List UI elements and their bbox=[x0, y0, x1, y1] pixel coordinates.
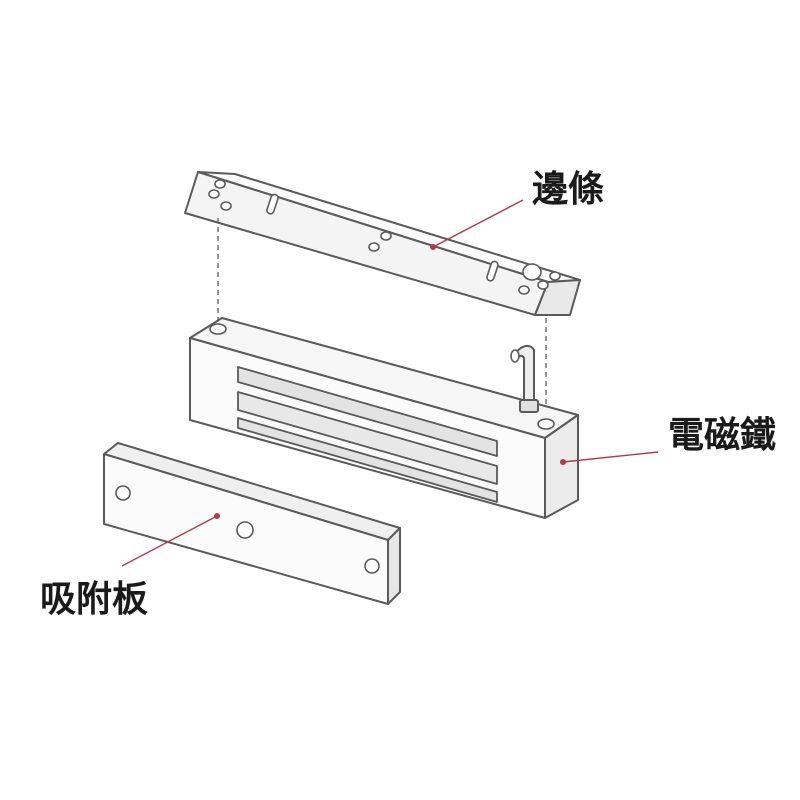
plate-end-face bbox=[387, 527, 401, 605]
magnet-grooves bbox=[237, 366, 498, 503]
groove-bottom bbox=[237, 417, 498, 503]
mounting-hole-icon bbox=[208, 189, 220, 199]
leader-line-plate bbox=[121, 515, 218, 567]
mounting-bracket bbox=[184, 171, 581, 316]
alignment-lines bbox=[217, 218, 547, 420]
groove-top bbox=[237, 366, 498, 457]
slot-hole-icon bbox=[486, 260, 499, 282]
bracket-holes bbox=[208, 179, 561, 295]
groove-middle bbox=[237, 391, 498, 485]
mounting-hole-icon bbox=[518, 285, 530, 295]
mounting-hole-icon bbox=[522, 263, 542, 281]
mounting-hole-icon bbox=[236, 521, 254, 539]
mounting-hole-icon bbox=[537, 418, 555, 430]
label-mounting-bracket: 邊條 bbox=[532, 169, 605, 210]
mounting-hole-icon bbox=[209, 323, 227, 335]
cable-grommet bbox=[519, 399, 539, 413]
bracket-front-face bbox=[184, 171, 549, 316]
leader-dot-bracket bbox=[430, 244, 436, 250]
mounting-hole-icon bbox=[364, 558, 380, 574]
label-electromagnet: 電磁鐵 bbox=[668, 415, 777, 456]
leader-line-bracket bbox=[432, 199, 524, 248]
mounting-hole-icon bbox=[549, 271, 561, 281]
slot-hole-icon bbox=[266, 193, 279, 215]
armature-plate bbox=[103, 442, 401, 605]
mounting-hole-icon bbox=[368, 242, 380, 252]
magnet-end-face bbox=[544, 414, 579, 519]
electromagnet bbox=[189, 317, 579, 519]
leader-dot-plate bbox=[214, 513, 220, 519]
mounting-hole-icon bbox=[380, 231, 392, 241]
cable-end bbox=[510, 349, 520, 363]
mounting-hole-icon bbox=[115, 485, 131, 501]
cable-icon bbox=[510, 344, 539, 413]
leader-dot-magnet bbox=[560, 459, 566, 465]
mounting-hole-icon bbox=[537, 280, 549, 290]
label-armature-plate: 吸附板 bbox=[40, 579, 149, 620]
mounting-hole-icon bbox=[220, 201, 232, 211]
mounting-hole-icon bbox=[214, 179, 226, 189]
leader-lines bbox=[121, 199, 659, 567]
leader-line-magnet bbox=[562, 451, 659, 463]
